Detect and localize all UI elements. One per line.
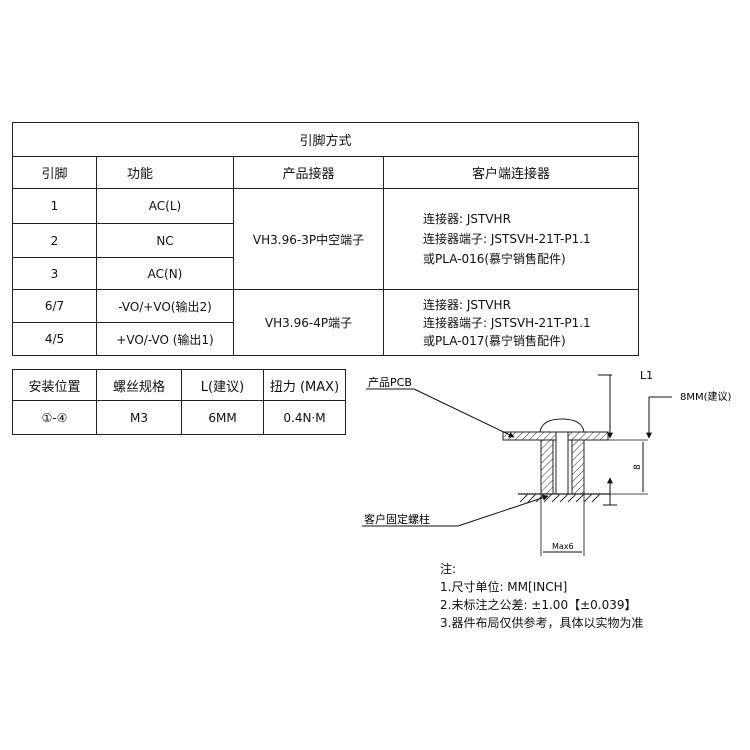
- column-divider: [96, 370, 97, 434]
- customer-connector-line: 或PLA-017(慕宁销售配件): [423, 333, 566, 348]
- row-divider: [13, 223, 233, 224]
- header-function: 功能: [127, 167, 154, 182]
- pin-cell: 1: [50, 199, 59, 213]
- pin-assignment-table: 引脚方式 引脚 功能 产品接器 客户端连接器 1 AC(L) 2 NC 3 AC…: [12, 122, 639, 356]
- l1-label: L1: [640, 369, 653, 382]
- column-divider: [96, 156, 97, 355]
- pin-cell: 6/7: [44, 299, 65, 313]
- pin-cell: 4/5: [44, 332, 65, 346]
- pcb-label: 产品PCB: [368, 375, 412, 389]
- pin-cell: 2: [50, 233, 59, 248]
- product-connector-cell: VH3.96-3P中空端子: [252, 232, 365, 247]
- header-product-connector: 产品接器: [282, 167, 335, 182]
- note-item: 1.尺寸单位: MM[INCH]: [440, 580, 568, 594]
- base-hatching: [519, 493, 601, 503]
- standoff-wall-left: [540, 439, 554, 495]
- customer-connector-cell: 连接器: JSTVHR 连接器端子: JSTSVH-21T-P1.1 或PLA-…: [423, 189, 637, 289]
- product-connector-cell: VH3.96-4P端子: [264, 316, 353, 330]
- header-position: 安装位置: [28, 379, 81, 395]
- function-cell: NC: [156, 233, 174, 248]
- function-cell: +VO/-VO (输出1): [116, 332, 214, 347]
- mounting-table: 安装位置 螺丝规格 L(建议) 扭力 (MAX) ①-④ M3 6MM 0.4N…: [12, 369, 346, 435]
- customer-connector-line: 连接器端子: JSTSVH-21T-P1.1: [423, 315, 591, 330]
- customer-connector-cell: 连接器: JSTVHR 连接器端子: JSTSVH-21T-P1.1 或PLA-…: [423, 290, 637, 355]
- header-torque: 扭力 (MAX): [269, 379, 340, 395]
- row-divider: [13, 257, 233, 258]
- row-divider: [13, 400, 345, 401]
- position-cell: ①-④: [41, 410, 68, 425]
- standoff-leader-line: [457, 494, 549, 527]
- torque-cell: 0.4N·M: [283, 410, 326, 425]
- function-cell: AC(L): [148, 199, 182, 213]
- row-divider: [13, 322, 233, 323]
- note-item: 3.器件布局仅供参考，具体以实物为准: [440, 616, 644, 630]
- column-divider: [383, 156, 384, 355]
- screw-head: [539, 418, 585, 433]
- standoff-label: 客户固定螺柱: [364, 512, 430, 526]
- row-divider: [13, 289, 638, 290]
- pcb-leader-line: [413, 388, 515, 438]
- column-divider: [263, 370, 264, 434]
- row-divider: [13, 156, 638, 157]
- screw-cell: M3: [130, 410, 148, 425]
- screw-shaft: [555, 431, 569, 495]
- row-divider: [13, 188, 638, 189]
- customer-connector-line: 连接器: JSTVHR: [423, 212, 511, 226]
- customer-connector-line: 或PLA-016(慕宁销售配件): [423, 252, 566, 266]
- max-label: Max6: [552, 542, 574, 551]
- height-label: 8: [633, 464, 643, 470]
- rec-label: 8MM(建议): [680, 390, 732, 403]
- note-item: 2.未标注之公差: ±1.00【±0.039】: [440, 598, 637, 612]
- header-customer-connector: 客户端连接器: [471, 167, 550, 182]
- header-pin: 引脚: [41, 167, 68, 182]
- header-length: L(建议): [200, 379, 245, 395]
- function-cell: -VO/+VO(输出2): [118, 299, 212, 314]
- standoff-wall-right: [571, 439, 585, 495]
- customer-connector-line: 连接器: JSTVHR: [423, 297, 511, 312]
- pin-table-title: 引脚方式: [299, 134, 352, 149]
- notes-title: 注:: [440, 562, 457, 576]
- column-divider: [233, 156, 234, 355]
- customer-connector-line: 连接器端子: JSTSVH-21T-P1.1: [423, 232, 591, 246]
- function-cell: AC(N): [147, 266, 183, 281]
- length-cell: 6MM: [208, 410, 237, 425]
- notes-block: 注: 1.尺寸单位: MM[INCH] 2.未标注之公差: ±1.00【±0.0…: [440, 560, 643, 632]
- pin-cell: 3: [50, 266, 59, 281]
- column-divider: [181, 370, 182, 434]
- header-screw: 螺丝规格: [112, 379, 165, 395]
